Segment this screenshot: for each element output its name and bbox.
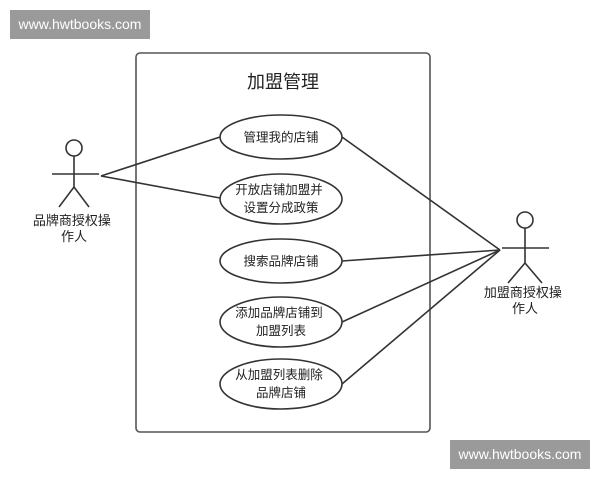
use-case-3-label: 搜索品牌店铺 (243, 254, 318, 269)
use-case-1 (219, 114, 343, 160)
system-title: 加盟管理 (247, 72, 319, 93)
association-left-uc2 (100, 175, 221, 199)
actor-right-figure (502, 211, 549, 284)
use-case-4 (219, 296, 343, 348)
association-right-uc5 (341, 249, 501, 385)
use-case-2 (219, 173, 343, 225)
actor-left-figure (52, 139, 99, 208)
watermark-bottom: www.hwtbooks.com (450, 440, 590, 469)
watermark-top: www.hwtbooks.com (10, 10, 150, 39)
association-right-uc3 (341, 249, 501, 262)
use-case-3 (219, 238, 343, 284)
association-right-uc1 (341, 136, 501, 251)
use-case-2-label: 开放店铺加盟并 设置分成政策 (235, 182, 327, 215)
system-boundary (135, 52, 431, 433)
use-case-1-label: 管理我的店铺 (243, 130, 318, 145)
use-case-5 (219, 358, 343, 410)
association-left-uc1 (100, 136, 221, 177)
actor-right-label: 加盟商授权操 作人 (484, 285, 566, 317)
use-case-5-label: 从加盟列表删除 品牌店铺 (235, 367, 327, 400)
use-case-4-label: 添加品牌店铺到 加盟列表 (235, 305, 327, 338)
association-right-uc4 (341, 249, 501, 323)
actor-left-label: 品牌商授权操 作人 (33, 213, 115, 245)
